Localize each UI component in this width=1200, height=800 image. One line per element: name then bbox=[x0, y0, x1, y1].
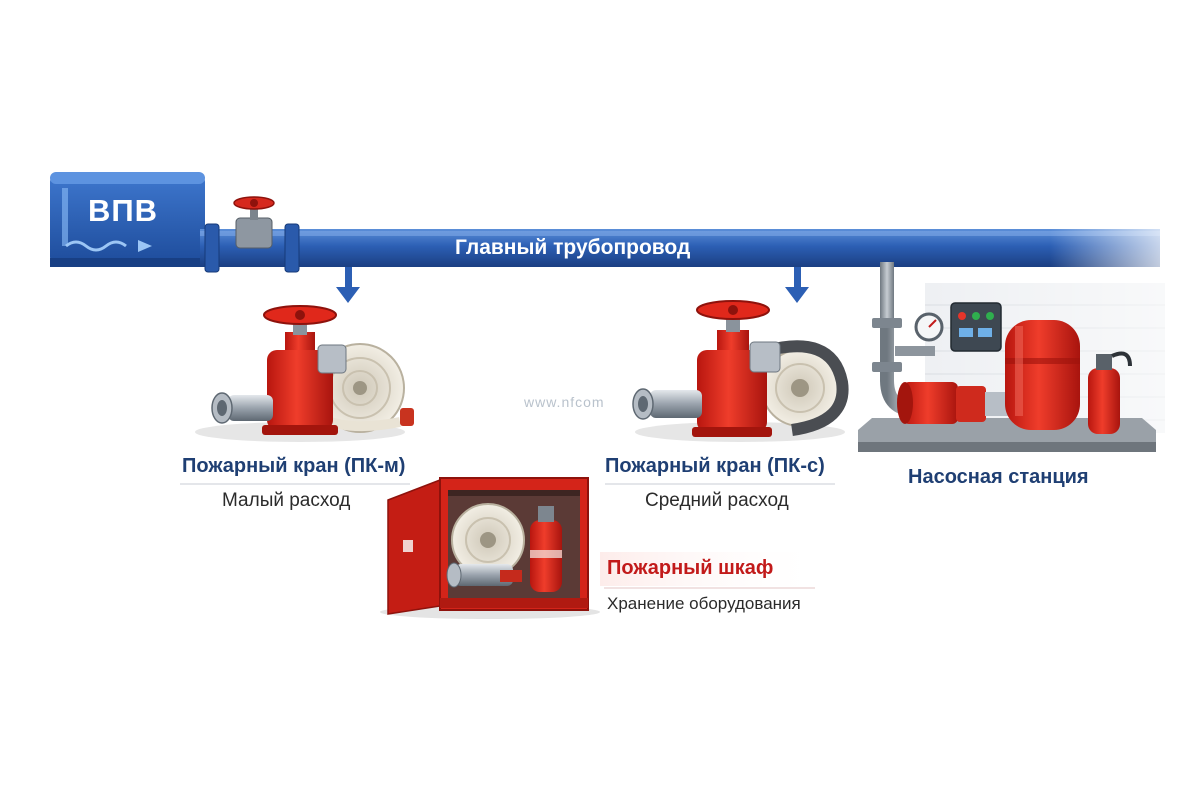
hydrant-small-subtitle: Малый расход bbox=[222, 490, 351, 511]
pump-station-title: Насосная станция bbox=[908, 466, 1089, 488]
cabinet-title: Пожарный шкаф bbox=[607, 557, 774, 579]
pump-station-illustration bbox=[858, 283, 1165, 452]
hydrant-medium-illustration bbox=[632, 300, 849, 442]
hydrant-small-title: Пожарный кран (ПК-м) bbox=[182, 455, 406, 477]
pipeline-label: Главный трубопровод bbox=[455, 236, 691, 259]
hydrant-medium-subtitle: Средний расход bbox=[645, 490, 789, 511]
hydrant-small-illustration bbox=[195, 305, 414, 442]
water-tank bbox=[50, 172, 205, 267]
fire-cabinet-illustration bbox=[380, 477, 600, 619]
watermark: www.nfcom bbox=[524, 394, 605, 410]
cabinet-subtitle: Хранение оборудования bbox=[607, 594, 801, 613]
tank-label: ВПВ bbox=[88, 193, 159, 228]
cabinet-title-bg bbox=[600, 552, 826, 586]
hydrant-medium-title: Пожарный кран (ПК-с) bbox=[605, 455, 825, 477]
main-pipeline bbox=[200, 196, 1200, 322]
